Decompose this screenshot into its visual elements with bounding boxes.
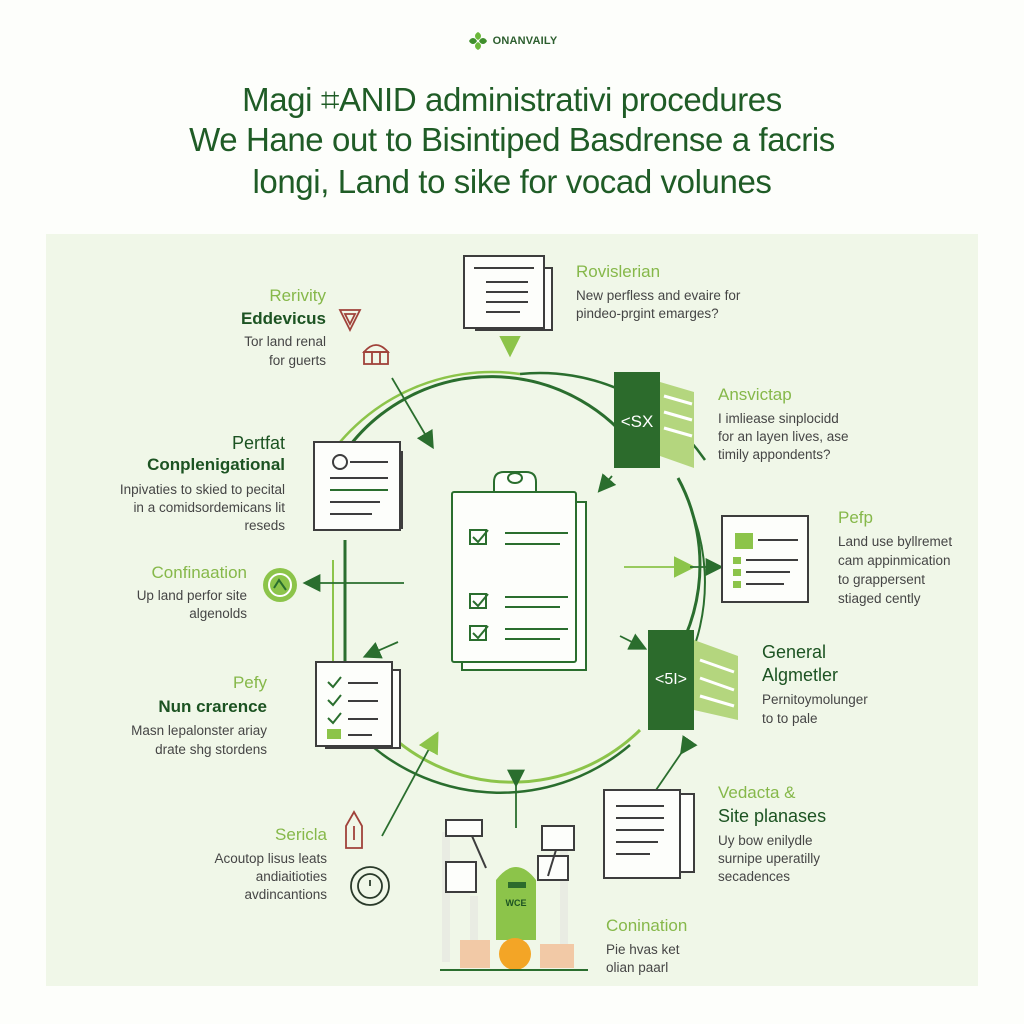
conination-desc-2: olian paarl — [606, 960, 669, 975]
stamp-seal-icon — [350, 866, 390, 906]
checklist-icon — [315, 661, 401, 749]
robot-signs-illustration — [440, 819, 588, 971]
sericla-title: Sericla — [275, 825, 327, 844]
flow-arrows — [302, 335, 724, 837]
sericla-desc-1: Acoutop lisus leats — [214, 851, 327, 866]
revivity-kicker: Rerivity — [269, 286, 326, 305]
rovislerian-desc-1: New perfless and evaire for — [576, 288, 741, 303]
brand-name: ONANVAILY — [492, 35, 558, 47]
clipboard-checklist-icon — [451, 471, 587, 671]
pertfat-title: Conplenigational — [147, 455, 285, 474]
conination-desc-1: Pie hvas ket — [606, 942, 680, 957]
shield-badge-icon — [338, 309, 362, 333]
confirmation-title: Confinaation — [151, 563, 247, 582]
code-book-label: <SX — [621, 412, 654, 431]
pefp-desc-2: cam appinmication — [838, 553, 951, 568]
ansvictap-desc-1: I imliease sinplocidd — [718, 411, 839, 426]
headline-line-2: We Hane out to Bisintiped Basdrense a fa… — [189, 121, 835, 158]
pefy-desc-2: drate shg stordens — [155, 742, 267, 757]
document-folder-icon — [603, 789, 695, 879]
rovislerian-desc-2: pindeo-prgint emarges? — [576, 306, 719, 321]
general-title-2: Algmetler — [762, 665, 839, 685]
revivity-desc-1: Tor land renal — [244, 334, 326, 349]
general-title: General — [762, 642, 827, 662]
headline-line-3: longi, Land to sike for vocad volunes — [252, 163, 772, 200]
pertfat-kicker: Pertfat — [231, 433, 285, 453]
pefp-desc-4: stiaged cently — [838, 591, 921, 606]
ansvictap-desc-2: for an layen lives, ase — [718, 429, 849, 444]
confirmation-desc-2: algenolds — [189, 606, 247, 621]
rovislerian-title: Rovislerian — [576, 262, 661, 281]
pefp-title: Pefp — [838, 508, 873, 527]
form-list-icon — [721, 515, 809, 603]
pertfat-desc-2: in a comidsordemicans lit — [133, 500, 285, 515]
revivity-title: Eddevicus — [240, 309, 326, 328]
ansvictap-desc-3: timily appondents? — [718, 447, 831, 462]
vedacta-desc-1: Uy bow enilydle — [718, 833, 813, 848]
pefy-title: Nun crarence — [158, 697, 267, 716]
pefy-kicker: Pefy — [232, 673, 267, 692]
brand-logo: ONANVAILY — [0, 30, 1024, 52]
vedacta-desc-2: surnipe uperatilly — [718, 851, 821, 866]
pertfat-desc-1: Inpivaties to skied to pecital — [119, 482, 285, 497]
vedacta-title-2: Site planases — [718, 806, 827, 826]
seal-icon — [263, 568, 297, 602]
pefy-desc-1: Masn lepalonster ariay — [131, 723, 267, 738]
leaf-cross-icon — [468, 32, 487, 50]
conination-title: Conination — [606, 916, 688, 935]
code-book-icon — [614, 372, 694, 468]
robot-label: WCE — [506, 898, 527, 908]
sericla-desc-2: andiaitioties — [255, 869, 327, 884]
pefp-desc-3: to grappersent — [838, 572, 926, 587]
document-stack-icon — [463, 255, 553, 331]
basket-icon — [362, 344, 390, 365]
vedacta-title: Vedacta & — [718, 783, 796, 802]
code-book-icon — [648, 630, 738, 730]
pen-nib-icon — [345, 810, 363, 849]
general-desc-2: to to pale — [762, 711, 818, 726]
code-book-label: <5I> — [655, 671, 687, 688]
ansvictap-title: Ansvictap — [718, 385, 792, 404]
confirmation-desc-1: Up land perfor site — [136, 588, 247, 603]
pefp-desc-1: Land use byllremet — [838, 534, 953, 549]
revivity-desc-2: for guerts — [268, 353, 326, 368]
sericla-desc-3: avdincantions — [244, 887, 327, 902]
certificate-document-icon — [313, 441, 403, 531]
headline-line-1: Magi ⌗ANID administrativi procedures — [242, 81, 782, 118]
general-desc-1: Pernitoymolunger — [762, 692, 868, 707]
vedacta-desc-3: secadences — [718, 869, 791, 884]
pertfat-desc-3: reseds — [244, 518, 285, 533]
